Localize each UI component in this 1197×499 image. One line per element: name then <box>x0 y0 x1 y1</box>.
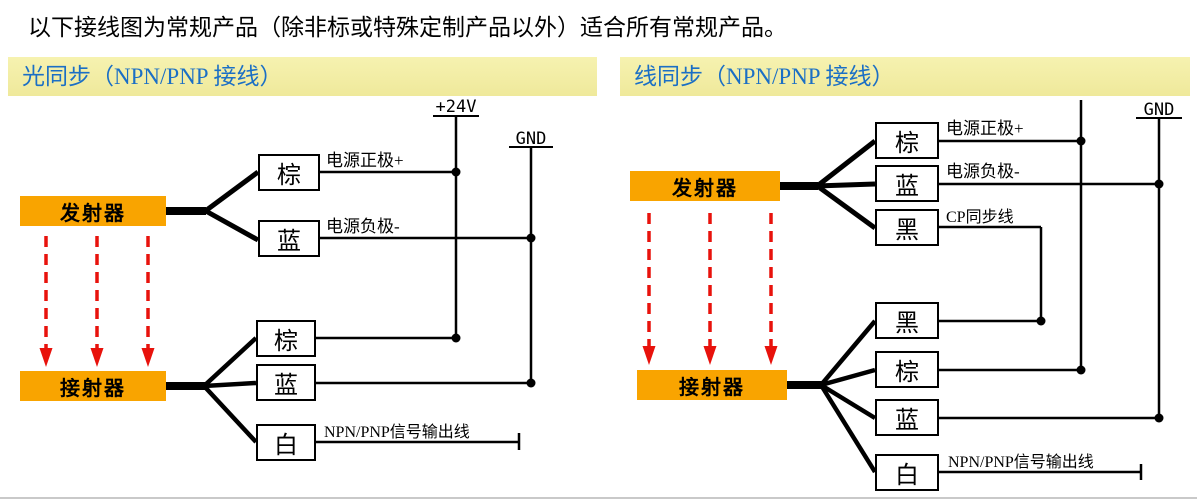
left-transmitter-wires <box>166 169 531 243</box>
right-panel-header: 线同步（NPN/PNP 接线） <box>620 57 1190 96</box>
right-rx-white-wire-box: 白 <box>875 454 939 491</box>
right-rx-brown-wire-box: 棕 <box>875 351 939 388</box>
left-rx-brown-wire-box: 棕 <box>256 320 316 357</box>
left-power-rail-label: +24V <box>435 97 477 117</box>
left-receiver-box: 接射器 <box>20 371 166 401</box>
right-junction-dots <box>1036 136 1164 423</box>
right-ground-rail-label: GND <box>1143 100 1175 120</box>
left-tx-brown-wire-label: 电源正极+ <box>326 151 404 170</box>
left-signal-output-label: NPN/PNP信号输出线 <box>324 424 470 441</box>
left-tx-blue-wire-label: 电源负极- <box>326 217 400 236</box>
left-power-rails <box>433 115 553 383</box>
left-rx-blue-wire-box: 蓝 <box>256 364 316 401</box>
left-junction-dots <box>451 167 536 388</box>
left-panel-header-label: 光同步（NPN/PNP 接线） <box>22 64 283 89</box>
left-rx-white-wire-box: 白 <box>256 424 316 461</box>
right-panel-header-label: 线同步（NPN/PNP 接线） <box>634 64 895 89</box>
right-transmitter-wires <box>780 139 1159 321</box>
left-ground-rail-label: GND <box>515 129 547 149</box>
right-signal-output-label: NPN/PNP信号输出线 <box>948 454 1094 471</box>
right-sync-arrows <box>642 213 778 365</box>
left-receiver-wires <box>166 336 531 450</box>
right-receiver-wires <box>787 319 1159 480</box>
right-rx-black-wire-box: 黑 <box>875 302 939 339</box>
right-tx-brown-wire-label: 电源正极+ <box>946 119 1024 138</box>
left-sync-arrows <box>39 236 155 367</box>
right-receiver-box: 接射器 <box>637 370 787 400</box>
right-cp-sync-label: CP同步线 <box>946 209 1014 226</box>
left-tx-blue-wire-box: 蓝 <box>258 220 320 257</box>
left-panel-header: 光同步（NPN/PNP 接线） <box>8 57 597 96</box>
left-tx-brown-wire-box: 棕 <box>258 154 320 191</box>
right-tx-blue-wire-box: 蓝 <box>875 165 939 202</box>
right-tx-black-wire-box: 黑 <box>875 209 939 246</box>
right-tx-brown-wire-box: 棕 <box>875 122 939 159</box>
right-transmitter-box: 发射器 <box>630 171 780 201</box>
page-title: 以下接线图为常规产品（除非标或特殊定制产品以外）适合所有常规产品。 <box>28 15 787 40</box>
right-tx-blue-wire-label: 电源负极- <box>946 162 1020 181</box>
right-rx-blue-wire-box: 蓝 <box>875 399 939 436</box>
right-power-rails <box>1079 100 1182 418</box>
left-transmitter-box: 发射器 <box>20 196 166 226</box>
